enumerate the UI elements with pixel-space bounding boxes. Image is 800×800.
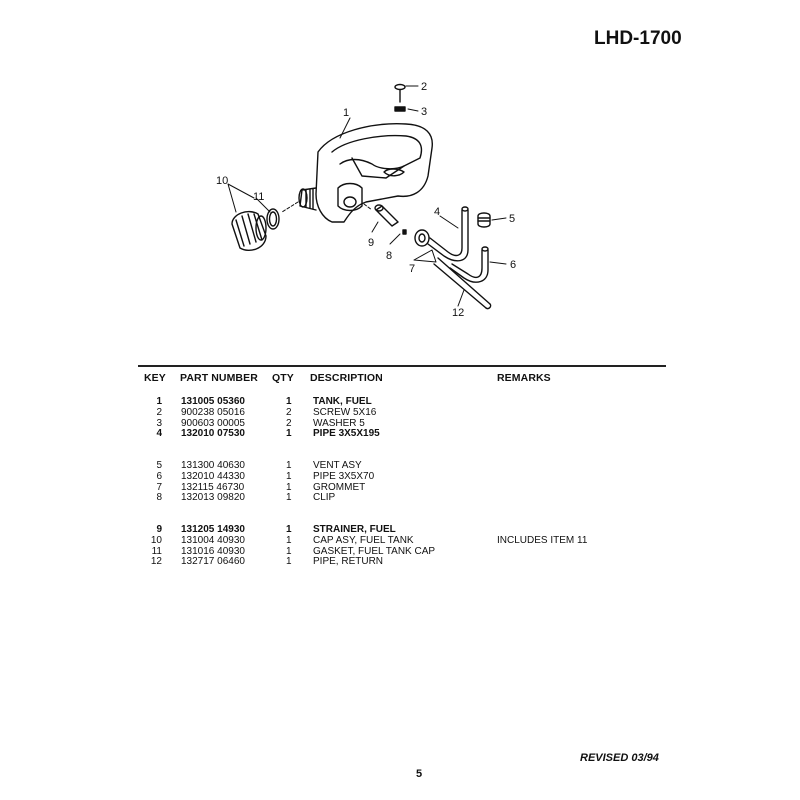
cell-qty: 1 — [286, 460, 292, 471]
revised-date: REVISED 03/94 — [580, 752, 659, 764]
cell-part-number: 132115 46730 — [181, 481, 245, 493]
callout-5: 5 — [509, 213, 515, 225]
page-number: 5 — [416, 768, 423, 780]
cell-part-number: 132010 44330 — [181, 470, 245, 482]
cell-part-number: 132717 06460 — [181, 556, 245, 568]
cell-description: CLIP — [313, 492, 336, 504]
cell-part-number: 900603 00005 — [181, 417, 245, 429]
fuel-cap-drawing — [231, 210, 267, 252]
model-number: LHD-1700 — [594, 28, 682, 49]
cell-key: 8 — [156, 492, 162, 504]
vent-drawing — [477, 212, 491, 228]
col-qty-header: QTY — [272, 372, 294, 384]
cell-description: TANK, FUEL — [313, 396, 372, 407]
callout-3: 3 — [421, 106, 427, 118]
col-description-header: DESCRIPTION — [310, 372, 383, 384]
strainer-drawing — [374, 204, 399, 227]
callout-6: 6 — [510, 259, 516, 271]
cell-description: SCREW 5X16 — [313, 406, 377, 418]
callout-9: 9 — [368, 237, 374, 249]
cell-description: WASHER 5 — [313, 417, 365, 429]
cell-qty: 2 — [286, 406, 292, 418]
pipe-6-drawing — [449, 246, 489, 283]
callout-4: 4 — [434, 206, 440, 218]
cell-qty: 1 — [286, 534, 292, 546]
cell-part-number: 900238 05016 — [181, 406, 245, 418]
grommet-drawing — [414, 229, 430, 247]
callout-11: 11 — [253, 191, 264, 203]
cell-qty: 1 — [286, 481, 292, 493]
washer-drawing — [394, 106, 406, 112]
callout-1: 1 — [343, 107, 349, 119]
callout-8: 8 — [386, 250, 392, 262]
callout-10: 10 — [216, 175, 228, 187]
cell-remarks: INCLUDES ITEM 11 — [497, 534, 588, 546]
cell-description: GROMMET — [313, 481, 366, 493]
cell-part-number: 131205 14930 — [181, 524, 245, 535]
cell-qty: 2 — [286, 417, 292, 429]
cell-key: 10 — [150, 534, 162, 546]
table-header-rule — [138, 365, 666, 367]
cell-qty: 1 — [286, 556, 292, 568]
col-remarks-header: REMARKS — [497, 372, 551, 384]
cell-qty: 1 — [286, 396, 292, 407]
cell-part-number: 131016 40930 — [181, 545, 245, 557]
cell-key: 2 — [156, 406, 162, 418]
cell-qty: 1 — [286, 470, 292, 482]
cell-description: PIPE, RETURN — [313, 556, 384, 568]
cell-qty: 1 — [286, 524, 292, 535]
cell-key: 12 — [150, 556, 162, 568]
parts-diagram: 1 2 3 10 11 4 5 9 8 7 6 12 — [216, 81, 516, 319]
cell-qty: 1 — [286, 492, 292, 504]
cell-part-number: 131004 40930 — [181, 534, 245, 546]
gasket-drawing — [266, 208, 280, 230]
cell-description: CAP ASY, FUEL TANK — [313, 534, 414, 546]
cell-part-number: 132013 09820 — [181, 492, 245, 504]
callout-7: 7 — [409, 263, 415, 275]
cell-key: 1 — [156, 396, 162, 407]
cell-description: STRAINER, FUEL — [313, 524, 396, 535]
pipe-4-drawing — [427, 206, 469, 262]
fuel-tank-drawing — [298, 123, 433, 223]
col-key-header: KEY — [144, 372, 166, 384]
return-pipe-drawing — [433, 257, 492, 310]
cell-description: VENT ASY — [313, 460, 362, 471]
cell-part-number: 131300 40630 — [181, 460, 245, 471]
cell-key: 4 — [156, 428, 162, 440]
cell-qty: 1 — [286, 428, 292, 440]
col-part-number-header: PART NUMBER — [180, 372, 258, 384]
cell-description: GASKET, FUEL TANK CAP — [313, 545, 436, 557]
cell-key: 3 — [156, 417, 162, 429]
cell-part-number: 131005 05360 — [181, 396, 245, 407]
cell-description: PIPE 3X5X70 — [313, 470, 375, 482]
cell-key: 6 — [156, 470, 162, 482]
cell-description: PIPE 3X5X195 — [313, 428, 380, 440]
callout-2: 2 — [421, 81, 427, 93]
screw-drawing — [394, 83, 406, 103]
cell-key: 9 — [156, 524, 162, 535]
cell-key: 5 — [156, 460, 162, 471]
cell-qty: 1 — [286, 545, 292, 557]
callout-12: 12 — [452, 307, 464, 319]
cell-key: 11 — [151, 545, 162, 557]
cell-part-number: 132010 07530 — [181, 428, 245, 440]
cell-key: 7 — [156, 481, 162, 493]
